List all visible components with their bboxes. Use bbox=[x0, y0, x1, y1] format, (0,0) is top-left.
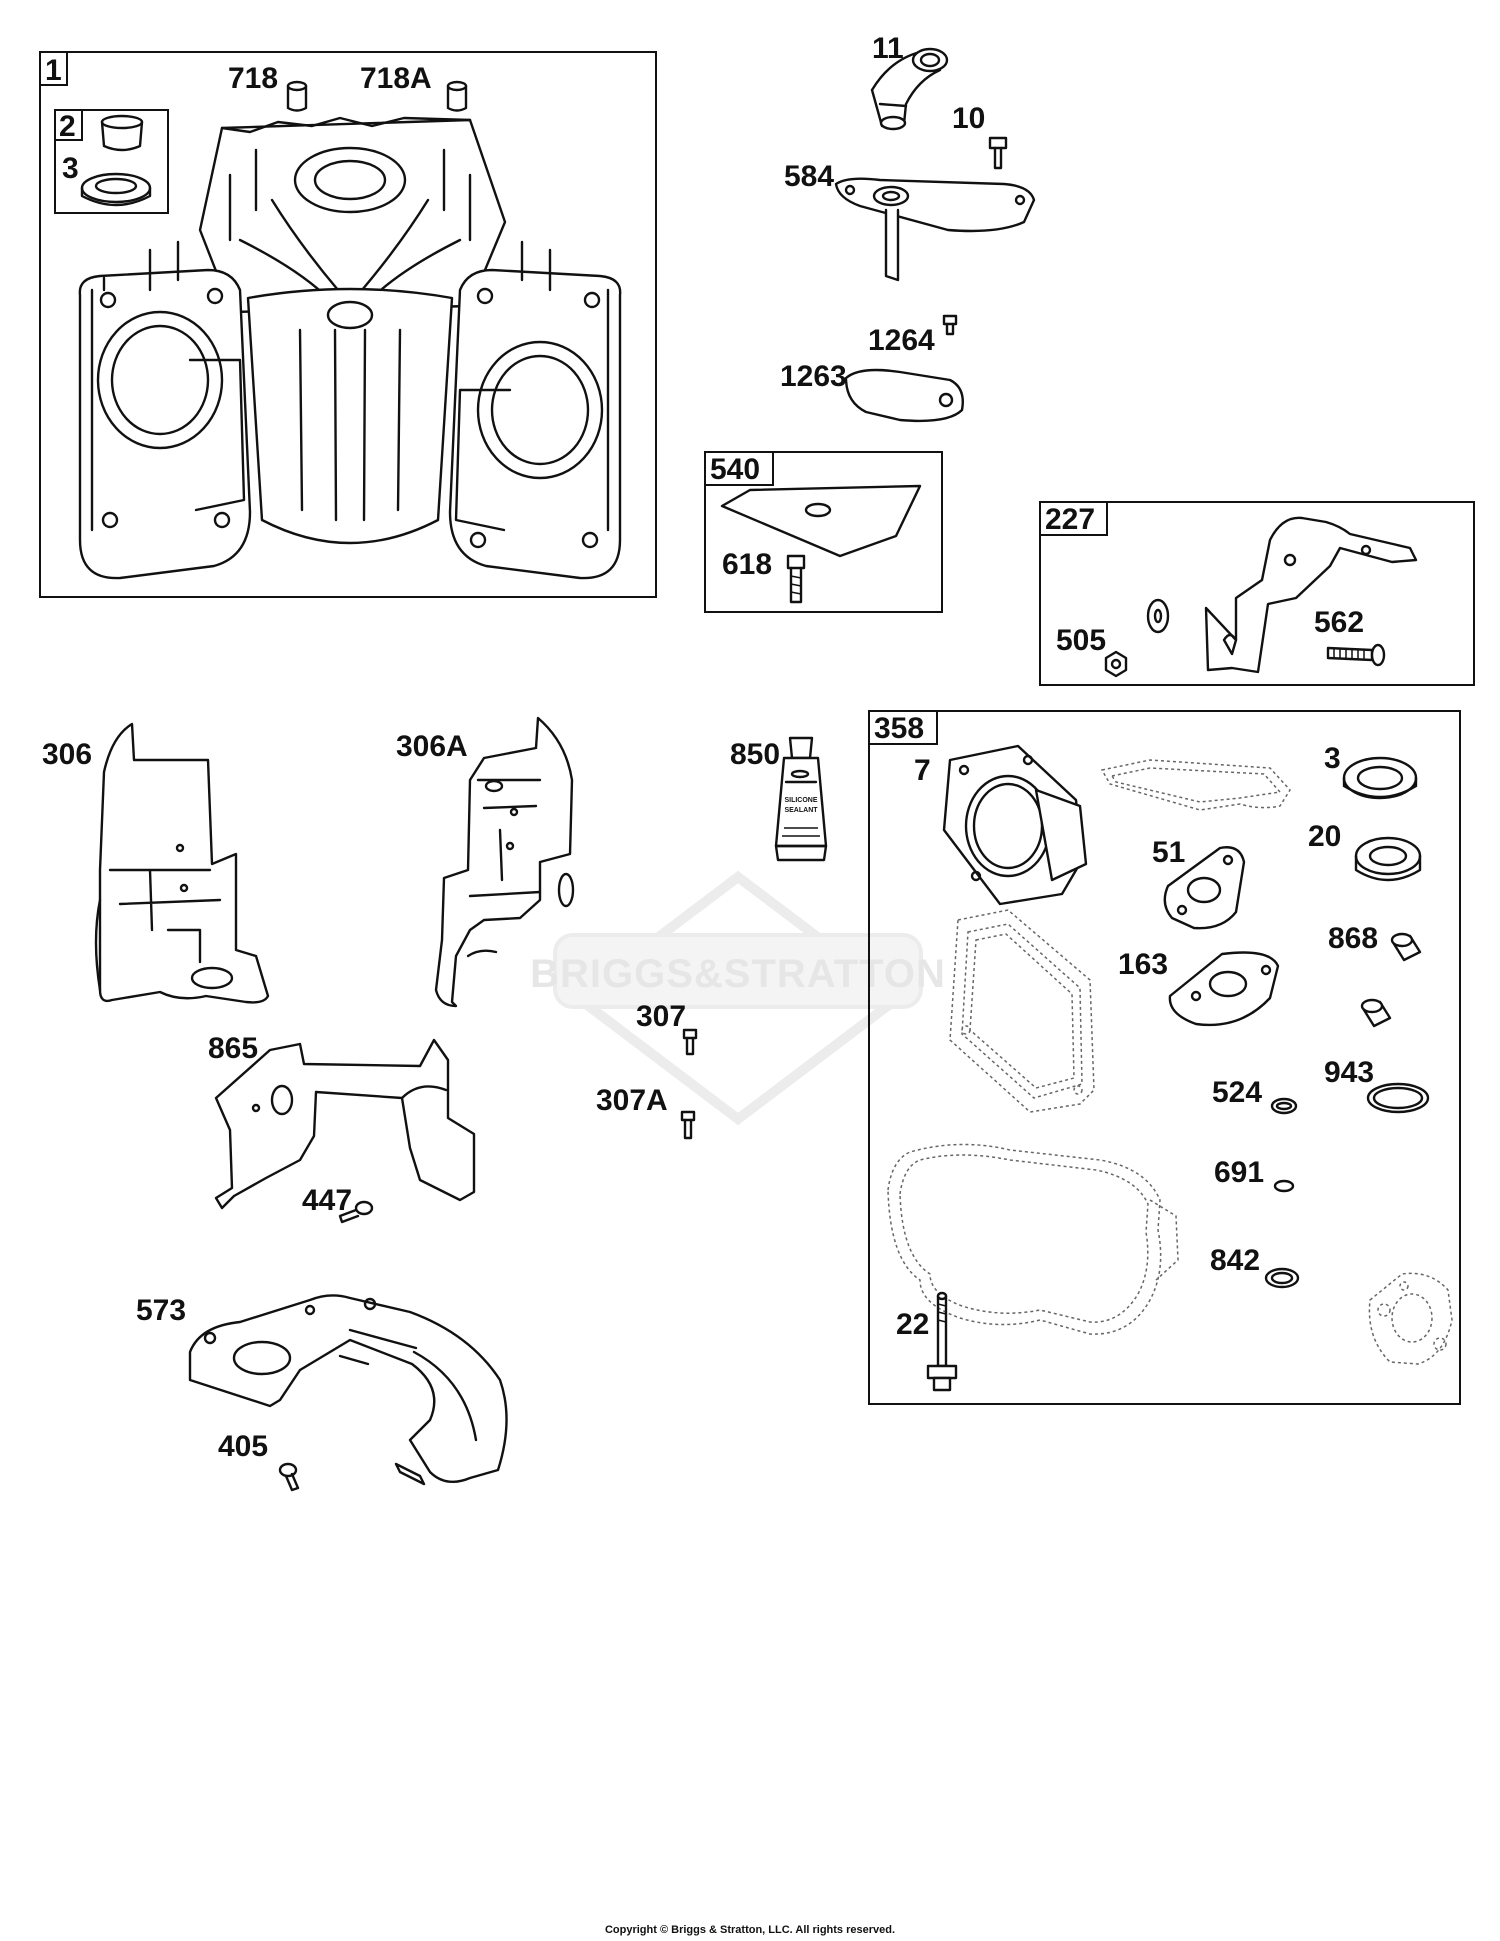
dipstick-tube-part[interactable] bbox=[870, 47, 949, 131]
part-label-22: 22 bbox=[896, 1308, 929, 1341]
part-label-584: 584 bbox=[784, 160, 834, 193]
part-label-1263: 1263 bbox=[780, 360, 847, 393]
part-label-306: 306 bbox=[42, 738, 92, 771]
screw-447[interactable] bbox=[338, 1200, 374, 1224]
group-358-label: 358 bbox=[874, 712, 924, 745]
air-guide-306a-part[interactable] bbox=[434, 716, 575, 1008]
part-label-618: 618 bbox=[722, 548, 772, 581]
valve-cover-gasket-part[interactable] bbox=[949, 909, 1095, 1113]
intake-gasket-part[interactable] bbox=[1368, 1272, 1453, 1365]
cylinder-block-part[interactable] bbox=[78, 116, 622, 580]
group-2-tag bbox=[54, 109, 83, 141]
part-label-163: 163 bbox=[1118, 948, 1168, 981]
group-1-tag bbox=[39, 51, 68, 86]
part-label-718: 718 bbox=[228, 62, 278, 95]
part-label-1264: 1264 bbox=[868, 324, 935, 357]
tube-text-line-1: SILICONE bbox=[784, 797, 817, 804]
bolt-10[interactable] bbox=[988, 136, 1008, 170]
part-label-3-seal: 3 bbox=[62, 152, 79, 185]
screw-405[interactable] bbox=[278, 1462, 300, 1492]
tube-text-line-2: SEALANT bbox=[784, 807, 818, 814]
head-gasket-7-part[interactable] bbox=[942, 744, 1088, 906]
part-label-868: 868 bbox=[1328, 922, 1378, 955]
part-label-943: 943 bbox=[1324, 1056, 1374, 1089]
air-guide-865-part[interactable] bbox=[214, 1038, 476, 1210]
copyright-notice: Copyright © Briggs & Stratton, LLC. All … bbox=[605, 1924, 895, 1936]
part-label-51: 51 bbox=[1152, 836, 1185, 869]
governor-lever-227-part[interactable] bbox=[1204, 516, 1418, 674]
o-ring-943-part[interactable] bbox=[1366, 1082, 1430, 1114]
screw-307a[interactable] bbox=[680, 1110, 696, 1140]
group-227[interactable]: 227 505 562 bbox=[1039, 501, 1475, 686]
part-label-505: 505 bbox=[1056, 624, 1106, 657]
group-358-tag bbox=[868, 710, 938, 745]
group-358-gasket-set[interactable]: 358 7 3 20 51 bbox=[868, 710, 1461, 1405]
valve-seal-868-part[interactable] bbox=[1360, 932, 1422, 1028]
screw-307[interactable] bbox=[682, 1028, 698, 1056]
part-label-405: 405 bbox=[218, 1430, 268, 1463]
plate-1263-part[interactable] bbox=[844, 368, 964, 423]
group-540[interactable]: 540 618 bbox=[704, 451, 943, 613]
part-label-447: 447 bbox=[302, 1184, 352, 1217]
group-227-label: 227 bbox=[1045, 503, 1095, 536]
part-label-865: 865 bbox=[208, 1032, 258, 1065]
dowel-pin-718a[interactable] bbox=[446, 80, 468, 112]
rocker-gasket-part[interactable] bbox=[1100, 759, 1291, 811]
brand-watermark: BRIGGS&STRATTON bbox=[530, 870, 946, 1126]
part-label-10: 10 bbox=[952, 102, 985, 135]
part-label-307a: 307A bbox=[596, 1084, 668, 1117]
group-227-frame bbox=[1039, 501, 1475, 686]
part-label-842: 842 bbox=[1210, 1244, 1260, 1277]
dipstick-bracket-584-part[interactable] bbox=[834, 177, 1036, 282]
gasket-163-part[interactable] bbox=[1168, 951, 1280, 1027]
gasket-51-part[interactable] bbox=[1163, 846, 1246, 930]
group-358-frame bbox=[868, 710, 1461, 1405]
crankcase-gasket-part[interactable] bbox=[887, 1143, 1179, 1335]
screw-618[interactable] bbox=[786, 554, 806, 604]
o-ring-691-part[interactable] bbox=[1273, 1179, 1295, 1193]
part-label-306a: 306A bbox=[396, 730, 468, 763]
group-2-label: 2 bbox=[59, 110, 76, 143]
part-label-20: 20 bbox=[1308, 820, 1341, 853]
o-ring-524-part[interactable] bbox=[1270, 1097, 1298, 1115]
part-label-307: 307 bbox=[636, 1000, 686, 1033]
bushing-part[interactable] bbox=[100, 114, 144, 152]
oil-seal-part[interactable] bbox=[80, 172, 152, 207]
part-label-562: 562 bbox=[1314, 606, 1364, 639]
part-label-573: 573 bbox=[136, 1294, 186, 1327]
back-plate-573-part[interactable] bbox=[188, 1294, 508, 1486]
part-label-11: 11 bbox=[872, 32, 904, 65]
screw-562[interactable] bbox=[1326, 643, 1386, 667]
part-label-524: 524 bbox=[1212, 1076, 1262, 1109]
group-540-tag bbox=[704, 451, 774, 486]
group-1-frame bbox=[39, 51, 657, 598]
group-540-label: 540 bbox=[710, 453, 760, 486]
group-2-frame bbox=[54, 109, 169, 214]
group-540-frame bbox=[704, 451, 943, 613]
oil-seal-20-part[interactable] bbox=[1354, 836, 1422, 882]
screw-1264[interactable] bbox=[942, 314, 958, 336]
watermark-text: BRIGGS&STRATTON bbox=[530, 952, 946, 996]
part-label-691: 691 bbox=[1214, 1156, 1264, 1189]
part-label-718a: 718A bbox=[360, 62, 432, 95]
bolt-22[interactable] bbox=[926, 1291, 958, 1392]
silicone-sealant-tube-850[interactable]: SILICONE SEALANT bbox=[774, 736, 828, 862]
gasket-540-part[interactable] bbox=[720, 484, 922, 558]
nut-505[interactable] bbox=[1104, 650, 1128, 678]
seal-3-kit-part[interactable] bbox=[1342, 756, 1418, 800]
part-label-850: 850 bbox=[730, 738, 780, 771]
part-label-3-seal-kit: 3 bbox=[1324, 742, 1341, 775]
part-label-7: 7 bbox=[914, 754, 931, 787]
o-ring-842-part[interactable] bbox=[1264, 1267, 1300, 1289]
dowel-pin-718[interactable] bbox=[286, 80, 308, 112]
washer-227-part[interactable] bbox=[1146, 598, 1170, 634]
group-1-label: 1 bbox=[45, 54, 62, 87]
group-1-cylinder-block[interactable]: 1 2 3 718 718A bbox=[39, 51, 657, 598]
group-227-tag bbox=[1039, 501, 1108, 536]
air-guide-306-part[interactable] bbox=[94, 722, 270, 1004]
